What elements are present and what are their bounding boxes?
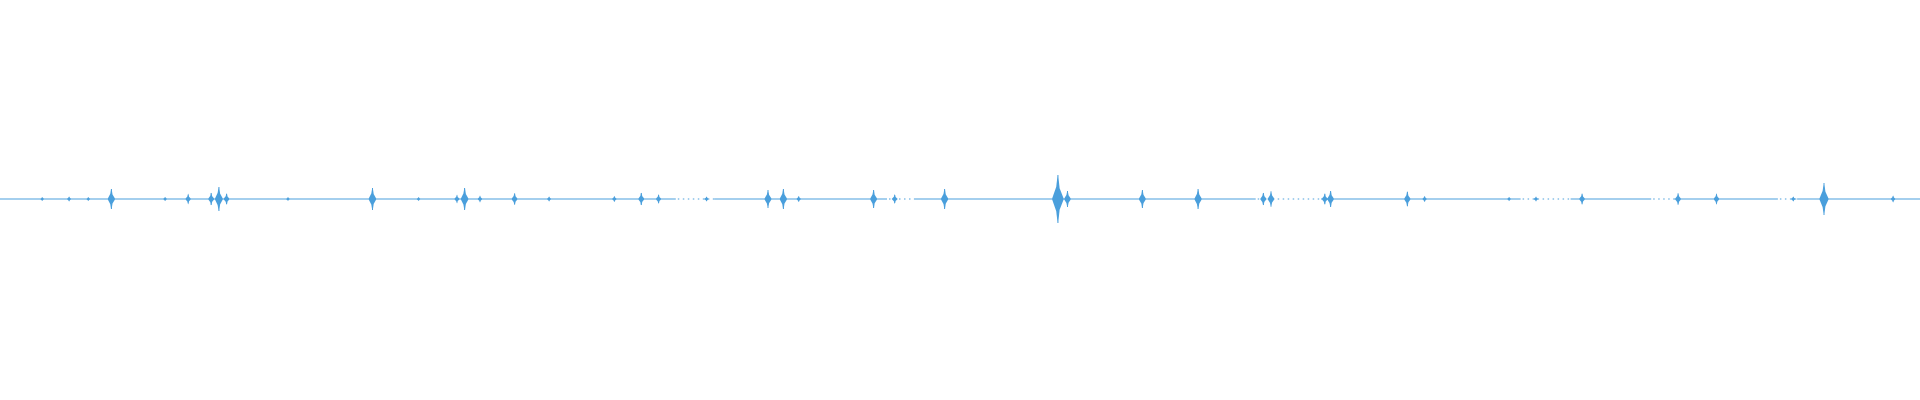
waveform-track [0,174,1920,224]
